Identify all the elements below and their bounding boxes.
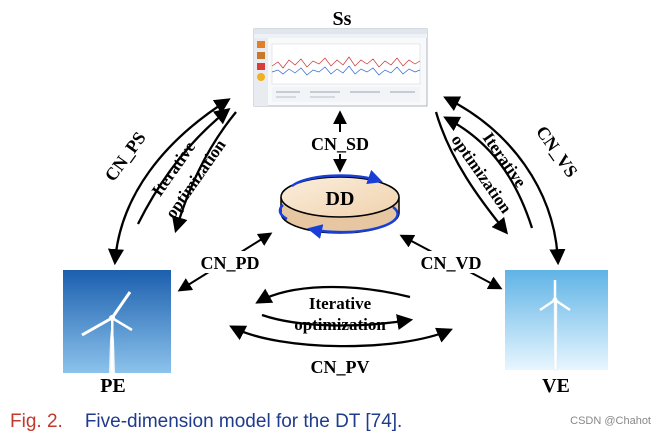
right-optimization-loop [434,96,566,266]
ss-software-screenshot [253,28,428,107]
left-optimization-loop [107,98,237,266]
cn-pv-label: CN_PV [311,357,370,377]
dd-disk [278,169,400,239]
bottom-iterative-label: Iterative [309,294,372,313]
figure-caption: Fig. 2. Five-dimension model for the DT [… [10,411,402,433]
cn-vs-label: CN_VS [532,122,582,181]
ve-virtual-turbine-image [505,270,608,371]
cn-ps-label: CN_PS [101,128,150,185]
caption-figure-number: Fig. 2. [10,411,63,432]
watermark: CSDN @Chahot [570,415,651,427]
cn-vd-label: CN_VD [421,253,482,273]
caption-text: Five-dimension model for the DT [74]. [84,411,403,432]
ve-label: VE [542,375,570,397]
cn-sd-label: CN_SD [311,134,369,154]
ss-label: Ss [333,8,352,30]
bottom-optimization-label: optimization [294,315,386,334]
cn-pd-label: CN_PD [201,253,260,273]
pe-label: PE [100,375,126,397]
pe-wind-turbine-image [63,270,171,373]
bottom-optimization-loop [229,285,453,348]
dd-label: DD [326,188,355,210]
